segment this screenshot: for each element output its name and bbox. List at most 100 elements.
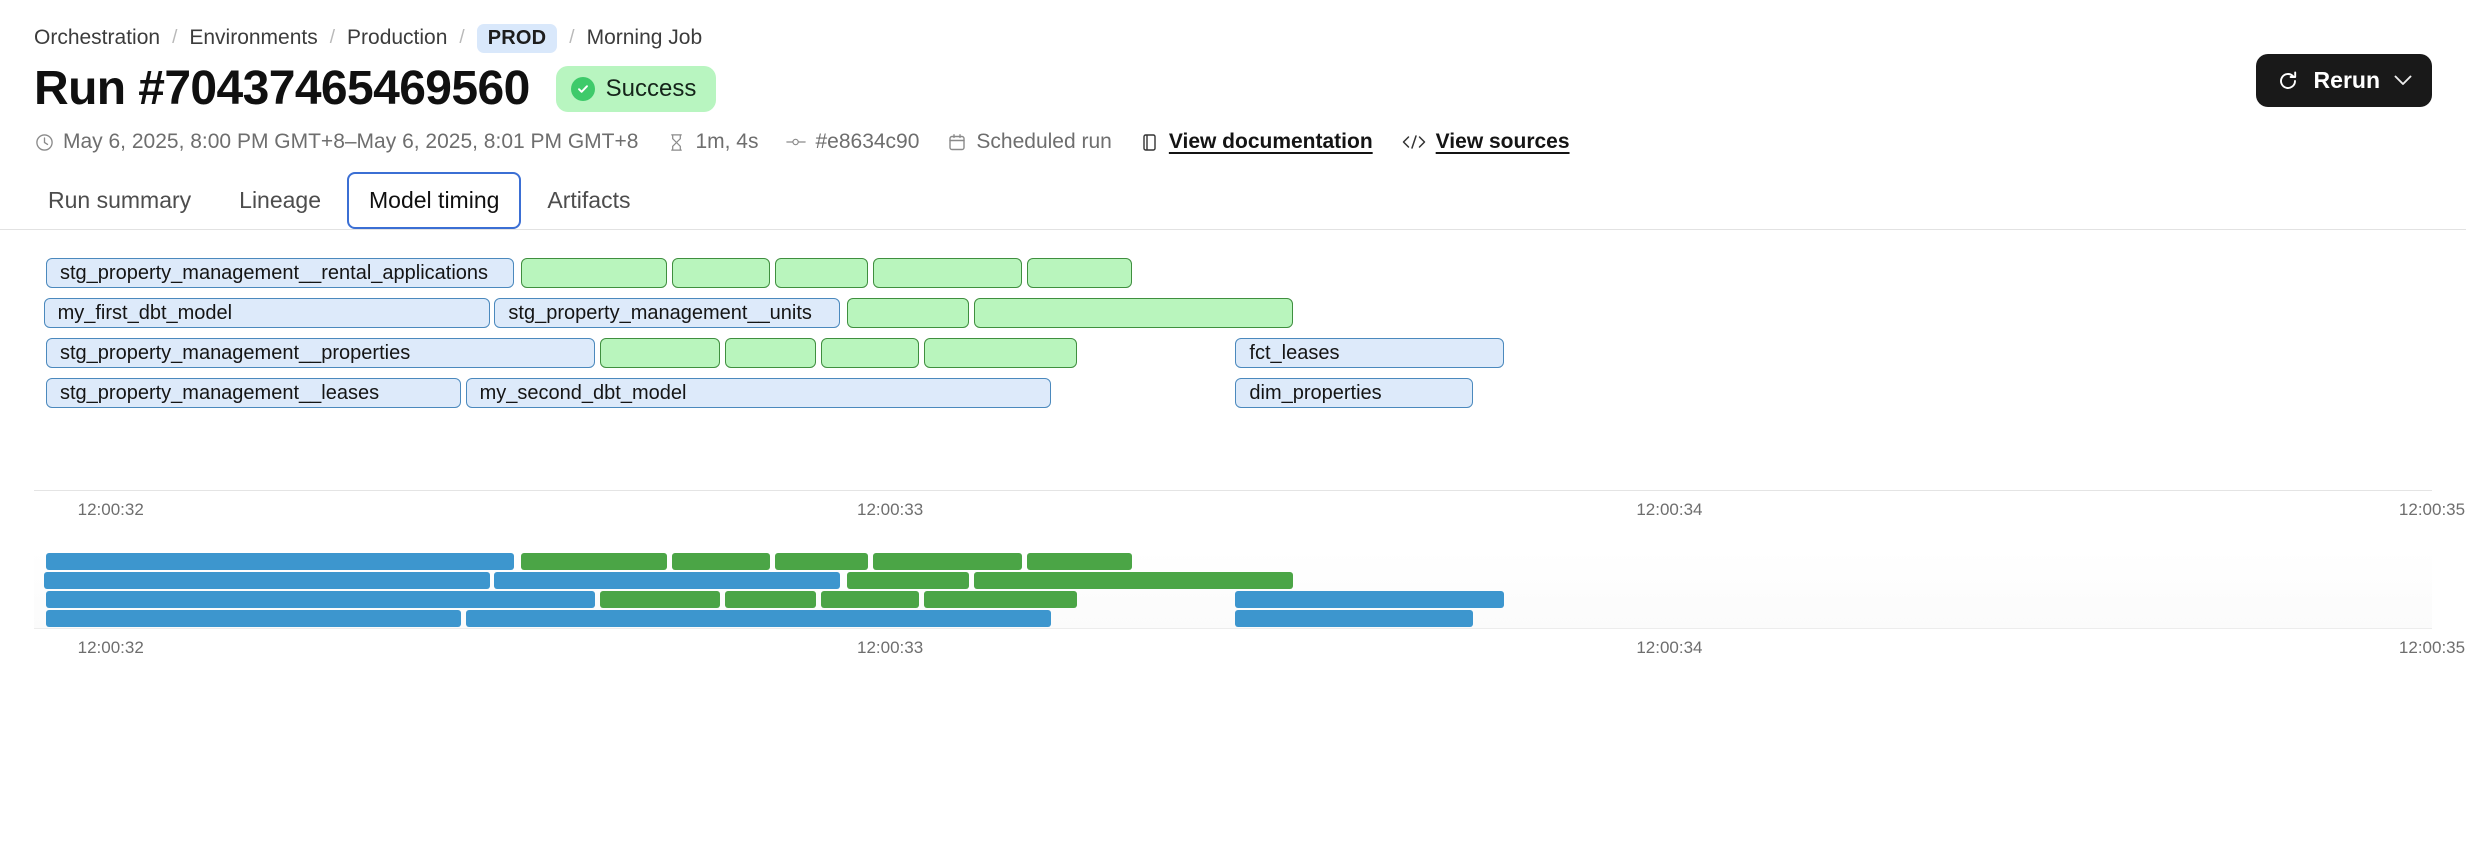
gantt-row: stg_property_management__rental_applicat… bbox=[34, 258, 2432, 289]
gantt-bar-test[interactable] bbox=[724, 338, 816, 369]
breadcrumb: Orchestration/Environments/Production/PR… bbox=[0, 0, 2466, 53]
gantt-row: stg_property_management__leases my_second… bbox=[34, 378, 2432, 409]
minimap-bar-test[interactable] bbox=[774, 553, 869, 571]
minimap-bar-test[interactable] bbox=[873, 553, 1022, 571]
title-row: Run #70437465469560 Success Rerun bbox=[0, 48, 2466, 114]
minimap-bar-model[interactable] bbox=[494, 572, 840, 590]
gantt-bar-label: stg_property_management__properties bbox=[59, 341, 411, 364]
minimap-bar-test[interactable] bbox=[1026, 553, 1133, 571]
minimap-bar-test[interactable] bbox=[599, 591, 720, 609]
gantt-x-tick: 12:00:32 bbox=[77, 500, 144, 520]
breadcrumb-item-orchestration[interactable]: Orchestration bbox=[34, 26, 161, 49]
check-circle-icon bbox=[570, 77, 595, 102]
model-timing-chart: stg_property_management__rental_applicat… bbox=[0, 230, 2466, 524]
minimap-bar-model[interactable] bbox=[43, 572, 490, 590]
status-badge-label: Success bbox=[605, 75, 697, 103]
meta-commit: #e8634c90 bbox=[786, 130, 919, 154]
gantt-bar-stg_property_management__rental_applications[interactable]: stg_property_management__rental_applicat… bbox=[45, 258, 514, 289]
gantt-bar-my_first_dbt_model[interactable]: my_first_dbt_model bbox=[43, 298, 490, 329]
book-icon bbox=[1140, 132, 1160, 152]
clock-icon bbox=[34, 132, 54, 152]
minimap-bar-model[interactable] bbox=[1235, 591, 1504, 609]
rerun-button[interactable]: Rerun bbox=[2255, 54, 2432, 107]
rerun-button-label: Rerun bbox=[2313, 67, 2380, 93]
gantt-bar-test[interactable] bbox=[1026, 258, 1133, 289]
tab-label: Run summary bbox=[48, 187, 192, 214]
gantt-bar-stg_property_management__properties[interactable]: stg_property_management__properties bbox=[45, 338, 596, 369]
chevron-down-icon bbox=[2394, 70, 2412, 92]
gantt-bar-test[interactable] bbox=[974, 298, 1293, 329]
gantt-bar-label: stg_property_management__rental_applicat… bbox=[59, 261, 489, 284]
hourglass-icon bbox=[666, 132, 686, 152]
gantt-bar-label: stg_property_management__leases bbox=[59, 381, 380, 404]
minimap-x-tick: 12:00:35 bbox=[2398, 638, 2466, 658]
minimap-bar-test[interactable] bbox=[820, 591, 919, 609]
minimap-row bbox=[34, 553, 2432, 571]
minimap-bar-test[interactable] bbox=[671, 553, 771, 571]
page-title: Run #70437465469560 bbox=[34, 62, 530, 115]
breadcrumb-item-morning-job: Morning Job bbox=[586, 26, 703, 49]
refresh-icon bbox=[2276, 69, 2300, 93]
meta-duration: 1m, 4s bbox=[666, 130, 758, 154]
meta-view-sources[interactable]: View sources bbox=[1401, 130, 1570, 154]
minimap-bar-test[interactable] bbox=[923, 591, 1078, 609]
gantt-bar-test[interactable] bbox=[820, 338, 919, 369]
meta-view-documentation-label[interactable]: View documentation bbox=[1168, 130, 1373, 154]
breadcrumb-item-environments[interactable]: Environments bbox=[189, 26, 318, 49]
breadcrumb-separator: / bbox=[569, 27, 575, 48]
meta-view-sources-label[interactable]: View sources bbox=[1435, 130, 1570, 154]
gantt-bar-dim_properties[interactable]: dim_properties bbox=[1235, 378, 1473, 409]
minimap-bar-model[interactable] bbox=[45, 591, 596, 609]
minimap-x-tick: 12:00:32 bbox=[77, 638, 144, 658]
meta-view-documentation[interactable]: View documentation bbox=[1140, 130, 1373, 154]
tab-lineage[interactable]: Lineage bbox=[217, 172, 343, 229]
minimap-row bbox=[34, 610, 2432, 628]
gantt-bar-label: fct_leases bbox=[1249, 341, 1340, 364]
minimap-bar-model[interactable] bbox=[1235, 610, 1473, 628]
gantt-x-tick: 12:00:33 bbox=[856, 500, 924, 520]
tab-label: Lineage bbox=[239, 187, 322, 214]
meta-duration-label: 1m, 4s bbox=[695, 130, 759, 154]
tab-run-summary[interactable]: Run summary bbox=[26, 172, 213, 229]
gantt-bar-test[interactable] bbox=[846, 298, 970, 329]
calendar-icon bbox=[947, 132, 967, 152]
gantt-bar-test[interactable] bbox=[520, 258, 668, 289]
minimap-bar-model[interactable] bbox=[465, 610, 1051, 628]
minimap-row bbox=[34, 572, 2432, 590]
minimap-x-tick: 12:00:33 bbox=[856, 638, 924, 658]
gantt-bar-test[interactable] bbox=[599, 338, 720, 369]
minimap-bar-test[interactable] bbox=[974, 572, 1293, 590]
breadcrumb-separator: / bbox=[329, 27, 336, 48]
minimap-bar-model[interactable] bbox=[45, 610, 461, 628]
tab-label: Model timing bbox=[369, 187, 500, 214]
meta-trigger: Scheduled run bbox=[947, 130, 1112, 154]
tab-artifacts[interactable]: Artifacts bbox=[525, 172, 652, 229]
tab-model-timing[interactable]: Model timing bbox=[347, 172, 522, 230]
meta-commit-label: #e8634c90 bbox=[815, 130, 920, 154]
gantt-bar-my_second_dbt_model[interactable]: my_second_dbt_model bbox=[465, 378, 1051, 409]
gantt-bar-stg_property_management__units[interactable]: stg_property_management__units bbox=[494, 298, 840, 329]
gantt-bar-stg_property_management__leases[interactable]: stg_property_management__leases bbox=[45, 378, 461, 409]
gantt-bar-test[interactable] bbox=[923, 338, 1078, 369]
run-metadata: May 6, 2025, 8:00 PM GMT+8–May 6, 2025, … bbox=[0, 114, 2466, 156]
gantt-bar-test[interactable] bbox=[671, 258, 771, 289]
minimap-bar-model[interactable] bbox=[45, 553, 514, 571]
gantt-bar-fct_leases[interactable]: fct_leases bbox=[1235, 338, 1504, 369]
status-badge: Success bbox=[555, 66, 717, 113]
gantt-bar-test[interactable] bbox=[873, 258, 1022, 289]
gantt-x-tick: 12:00:35 bbox=[2398, 500, 2466, 520]
gantt-bar-label: my_second_dbt_model bbox=[479, 381, 687, 404]
minimap-row bbox=[34, 591, 2432, 609]
gantt-bar-label: dim_properties bbox=[1249, 381, 1382, 404]
minimap-rows[interactable] bbox=[34, 550, 2432, 629]
meta-timestamp-label: May 6, 2025, 8:00 PM GMT+8–May 6, 2025, … bbox=[63, 130, 639, 154]
breadcrumb-item-production[interactable]: Production bbox=[347, 26, 448, 49]
minimap-bar-test[interactable] bbox=[846, 572, 970, 590]
code-icon bbox=[1401, 132, 1427, 152]
minimap-bar-test[interactable] bbox=[520, 553, 668, 571]
minimap-bar-test[interactable] bbox=[724, 591, 816, 609]
gantt-bar-test[interactable] bbox=[774, 258, 869, 289]
